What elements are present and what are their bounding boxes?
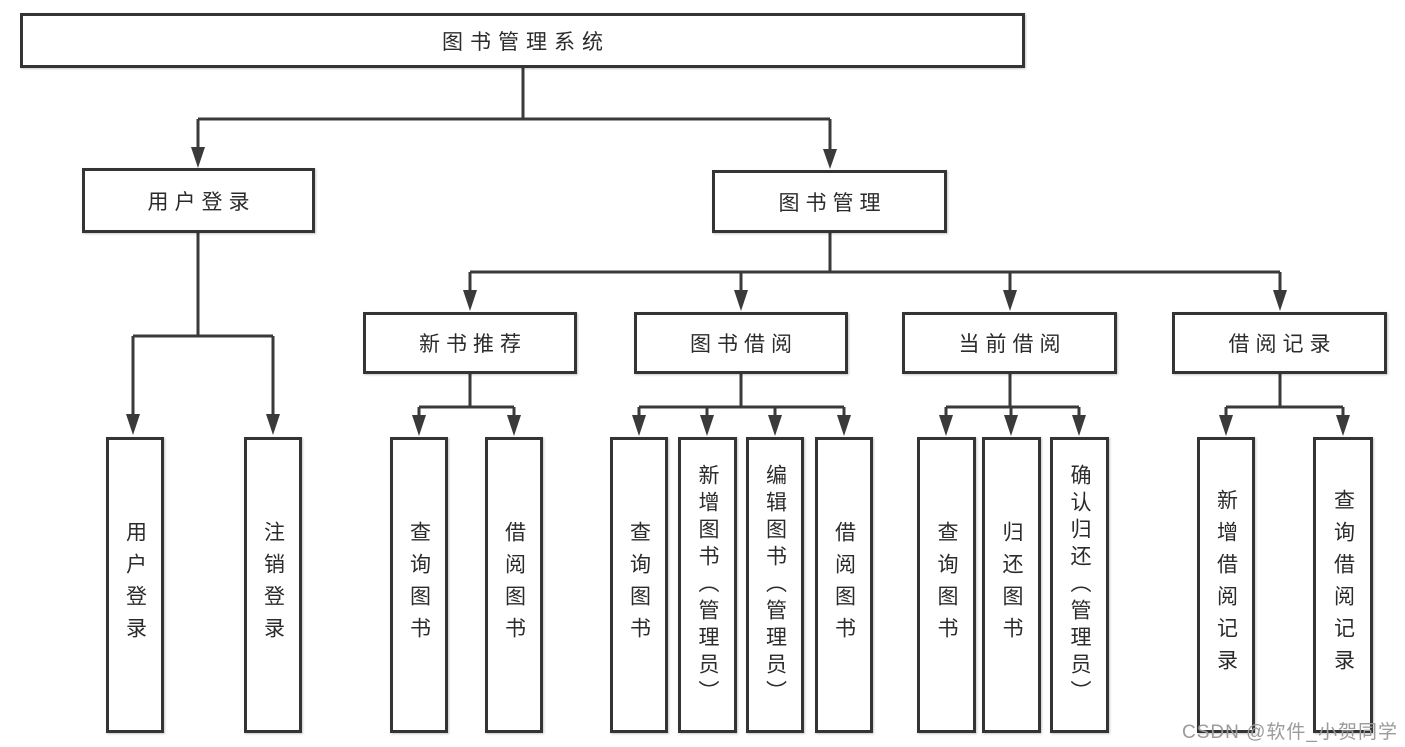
leaf-return-books-label: 归还图书 [1000,521,1023,649]
leaf-query-borrow-record-label: 查询借阅记录 [1331,489,1355,681]
leaf-return-books: 归还图书 [982,437,1041,733]
node-new-book-recommend: 新书推荐 [363,312,577,374]
leaf-borrow-books-borrowing-label: 借阅图书 [832,521,856,649]
node-borrow-records-label: 借阅记录 [1228,333,1337,356]
leaf-borrow-books-recommend: 借阅图书 [485,437,543,733]
leaf-query-books-current: 查询图书 [917,437,976,733]
leaf-logout-label: 注销登录 [261,521,285,649]
leaf-confirm-return-admin-label: 确认归还（管理员） [1068,463,1091,707]
node-book-borrowing-label: 图书借阅 [690,333,798,356]
node-current-borrowing: 当前借阅 [902,312,1117,374]
node-book-management-label: 图书管理 [778,191,887,215]
node-current-borrowing-label: 当前借阅 [958,333,1067,356]
leaf-query-books-recommend: 查询图书 [390,437,448,733]
leaf-query-books-recommend-label: 查询图书 [407,521,431,649]
node-system-label: 图书管理系统 [442,30,610,54]
leaf-add-borrow-record: 新增借阅记录 [1197,437,1255,733]
node-borrow-records: 借阅记录 [1172,312,1387,374]
node-system: 图书管理系统 [20,13,1025,68]
leaf-borrow-books-borrowing: 借阅图书 [815,437,873,733]
leaf-add-borrow-record-label: 新增借阅记录 [1214,489,1238,681]
node-user-login-label: 用户登录 [147,190,256,214]
leaf-query-books-borrowing-label: 查询图书 [627,521,651,649]
leaf-edit-book-admin: 编辑图书（管理员） [746,437,804,733]
leaf-user-login-label: 用户登录 [123,521,147,649]
leaf-user-login: 用户登录 [106,437,164,733]
node-book-management: 图书管理 [712,170,947,233]
watermark: CSDN @软件_小贺同学 [1182,722,1398,743]
leaf-logout: 注销登录 [244,437,302,733]
leaf-edit-book-admin-label: 编辑图书（管理员） [763,463,787,707]
leaf-query-books-current-label: 查询图书 [935,521,958,649]
leaf-confirm-return-admin: 确认归还（管理员） [1050,437,1109,733]
node-new-book-recommend-label: 新书推荐 [419,333,527,356]
node-user-login: 用户登录 [82,168,315,233]
leaf-add-book-admin: 新增图书（管理员） [678,437,737,733]
node-book-borrowing: 图书借阅 [634,312,848,374]
leaf-add-book-admin-label: 新增图书（管理员） [696,463,719,707]
leaf-query-books-borrowing: 查询图书 [610,437,668,733]
leaf-borrow-books-recommend-label: 借阅图书 [502,521,526,649]
leaf-query-borrow-record: 查询借阅记录 [1313,437,1373,733]
